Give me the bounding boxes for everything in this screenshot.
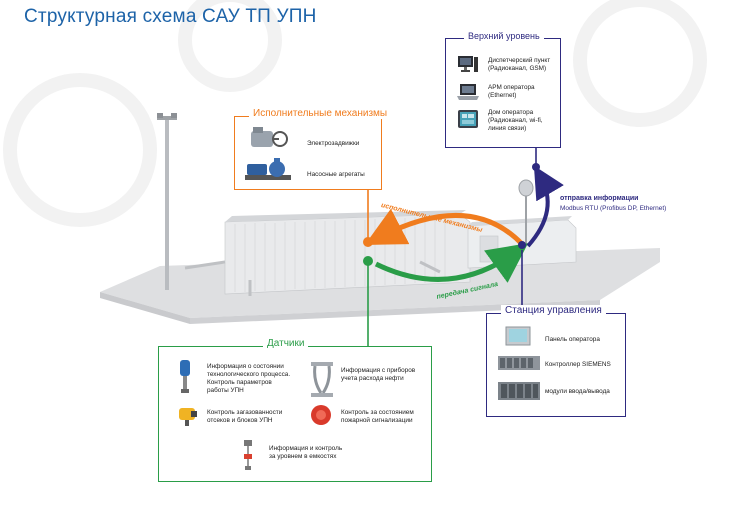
sensors-item-line: Контроль загазованности	[207, 409, 283, 416]
level-sensor-icon	[244, 440, 252, 470]
page-title: Структурная схема САУ ТП УПН	[24, 6, 317, 27]
io-modules-icon	[498, 382, 540, 400]
sensors-box: Датчики Информация о состоянии технологи…	[158, 338, 432, 482]
pressure-transmitter-icon	[180, 360, 190, 393]
control-station-item-label: Панель оператора	[545, 336, 600, 343]
top-level-box: Верхний уровень Диспетчерский пункт (Рад…	[445, 31, 561, 148]
plc-controller-icon	[498, 356, 540, 370]
sensors-item-line: Информация с приборов	[341, 367, 416, 374]
laptop-icon	[457, 84, 479, 100]
tablet-icon	[458, 110, 478, 128]
signal-arrow	[374, 243, 529, 283]
sensors-item-line: пожарной сигнализации	[341, 417, 413, 424]
top-level-title: Верхний уровень	[464, 31, 544, 41]
top-level-node	[532, 163, 540, 171]
sensors-item-line: Контроль за состоянием	[341, 409, 414, 416]
top-level-item-line: (Ethernet)	[488, 92, 517, 99]
control-station-item-label: модули ввода/вывода	[545, 388, 610, 395]
control-station-title: Станция управления	[501, 305, 606, 316]
actuators-item-label: Насосные агрегаты	[307, 171, 365, 178]
electric-valve-drive-icon	[251, 127, 288, 147]
sensors-item-line: Контроль параметров	[207, 379, 272, 386]
desktop-computer-icon	[458, 56, 478, 72]
sensors-item-line: отсеков и блоков УПН	[207, 417, 273, 424]
protocol-label: Modbus RTU (Profibus DP, Ethernet)	[560, 205, 667, 212]
station-node	[518, 241, 526, 249]
top-level-item-line: (Радиоканал, GSM)	[488, 65, 547, 72]
antenna-icon	[518, 179, 534, 244]
operator-panel-icon	[505, 326, 531, 346]
actuators-node	[363, 237, 373, 247]
sensors-node	[363, 256, 373, 266]
actuators-item-label: Электрозадвижки	[307, 140, 360, 147]
top-level-item-line: Дом оператора	[488, 109, 534, 116]
send-info-arrow	[526, 165, 564, 248]
top-level-item-line: Диспетчерский пункт	[488, 57, 551, 64]
sensors-item-line: Информация и контроль	[269, 445, 343, 452]
top-level-item-line: АРМ оператора	[488, 84, 535, 91]
top-level-item-line: линия связи)	[488, 125, 527, 132]
sensors-item-line: за уровнем в емкостях	[269, 453, 337, 460]
send-info-label: отправка информации	[560, 195, 639, 202]
sensors-title: Датчики	[263, 338, 309, 349]
actuators-arrow	[364, 208, 524, 246]
pump-unit-icon	[245, 158, 291, 180]
flow-meter-icon	[311, 362, 333, 397]
sensors-item-line: работы УПН	[207, 387, 244, 394]
actuators-box: Исполнительные механизмы Электрозадвижки…	[234, 108, 392, 190]
sensors-item-line: Информация о состоянии	[207, 363, 284, 370]
gas-detector-icon	[179, 408, 197, 426]
sensors-item-line: технологического процесса.	[207, 371, 291, 378]
actuators-title: Исполнительные механизмы	[249, 108, 392, 119]
light-pole-icon	[157, 113, 177, 290]
top-level-item-line: (Радиоканал, wi-fi,	[488, 117, 543, 124]
control-station-box: Станция управления Панель оператора Конт…	[486, 305, 626, 417]
control-station-item-label: Контроллер SIEMENS	[545, 361, 611, 368]
sensors-item-line: учета расхода нефти	[341, 375, 404, 382]
fire-alarm-icon	[311, 405, 331, 425]
